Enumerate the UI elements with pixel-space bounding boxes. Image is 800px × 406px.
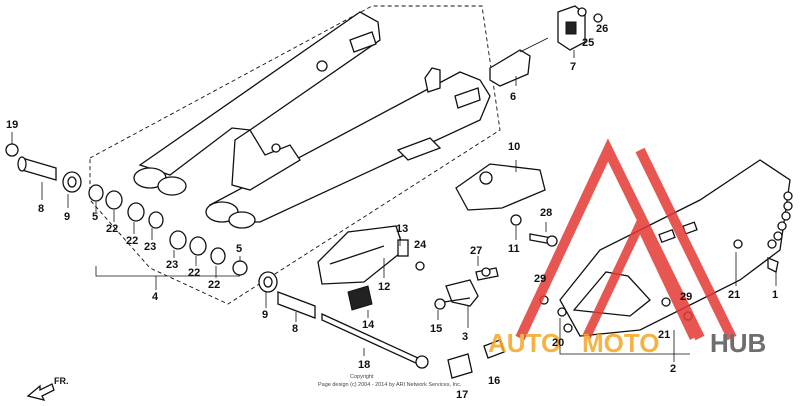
automotohub-watermark: AUTO MOTO HUB (488, 138, 766, 358)
callout-22b: 22 (126, 235, 138, 247)
chain-guide-block (557, 5, 603, 51)
callout-14: 14 (362, 319, 375, 331)
chain-slider-bracket (489, 37, 549, 87)
callout-2: 2 (670, 363, 676, 375)
callout-9a: 9 (64, 211, 70, 223)
callout-12: 12 (378, 281, 390, 293)
callout-20: 20 (552, 337, 564, 349)
drive-chain (767, 191, 793, 273)
callout-17: 17 (456, 389, 468, 401)
callout-16: 16 (488, 375, 500, 387)
callout-23a: 23 (144, 241, 156, 253)
leader-lines (11, 50, 777, 362)
label-plate-17 (447, 353, 473, 379)
callout-15: 15 (430, 323, 442, 335)
right-pivot-parts (258, 271, 429, 369)
callout-4: 4 (152, 291, 159, 303)
lower-chain-slider (317, 225, 425, 285)
slider-pad (347, 285, 373, 311)
watermark-triangle-inner (581, 213, 699, 340)
chain-guard-upper (455, 163, 546, 211)
callout-24: 24 (414, 239, 427, 251)
callout-22a: 22 (106, 223, 118, 235)
callout-6: 6 (510, 91, 516, 103)
callout-29a: 29 (534, 273, 546, 285)
callout-29b: 29 (680, 291, 692, 303)
callout-7: 7 (570, 61, 576, 73)
callout-19: 19 (6, 119, 18, 131)
callout-25: 25 (582, 37, 594, 49)
callout-18: 18 (358, 359, 370, 371)
watermark-text-auto: AUTO (488, 328, 561, 358)
copyright-line-2: Page design (c) 2004 - 2014 by ARI Netwo… (318, 382, 462, 388)
swingarm-body (133, 11, 491, 229)
callout-23b: 23 (166, 259, 178, 271)
watermark-triangle-outer (515, 138, 705, 341)
callout-28: 28 (540, 207, 552, 219)
label-plate-16 (483, 339, 505, 359)
callout-1: 1 (772, 289, 778, 301)
callout-26: 26 (596, 23, 608, 35)
watermark-triangle-right (635, 147, 737, 341)
assembly-boundary (89, 5, 501, 305)
left-pivot-parts (5, 143, 248, 276)
callout-3: 3 (462, 331, 468, 343)
direction-arrow-icon (26, 383, 55, 401)
callout-21b: 21 (728, 289, 740, 301)
direction-label: FR. (54, 376, 69, 386)
watermark-text-moto: MOTO (582, 328, 660, 358)
callout-8b: 8 (292, 323, 298, 335)
callout-21a: 21 (658, 329, 670, 341)
callout-labels: 19 8 9 5 22 22 23 23 22 22 5 4 9 8 18 14… (6, 23, 778, 401)
callout-10: 10 (508, 141, 520, 153)
callout-13: 13 (396, 223, 408, 235)
callout-11: 11 (508, 243, 520, 255)
callout-9b: 9 (262, 309, 268, 321)
callout-5b: 5 (236, 243, 242, 255)
callout-5a: 5 (92, 211, 98, 223)
copyright-line-1: Copyright (350, 374, 374, 380)
watermark-text-hub: HUB (710, 328, 766, 358)
callout-27: 27 (470, 245, 482, 257)
centre-fasteners (434, 214, 558, 310)
callout-22c: 22 (188, 267, 200, 279)
callout-8a: 8 (38, 203, 44, 215)
front-direction-indicator: FR. (26, 376, 69, 401)
callout-22d: 22 (208, 279, 220, 291)
chain-case (539, 159, 791, 337)
